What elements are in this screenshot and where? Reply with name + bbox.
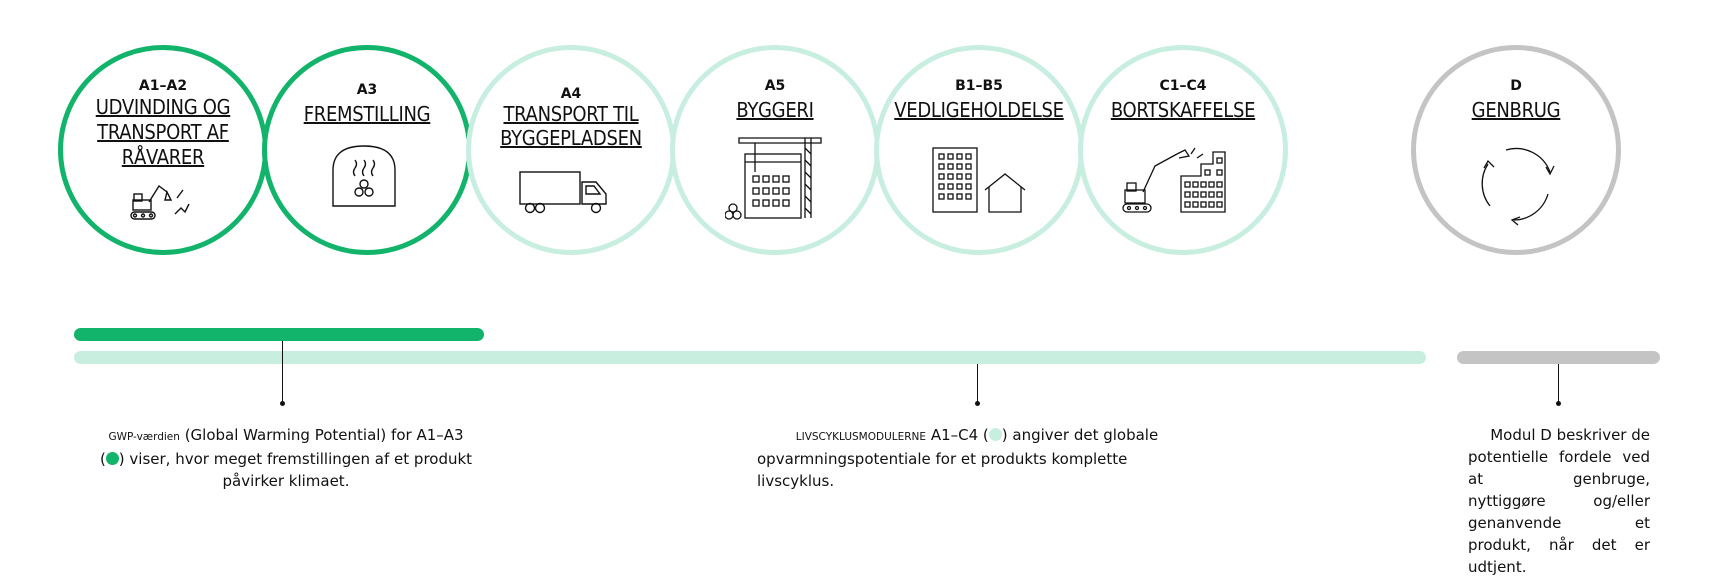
stage-code: A1–A2 bbox=[138, 78, 188, 94]
stage-code: A3 bbox=[356, 82, 378, 98]
lifecycle-description: LIVSCYKLUSMODULERNE A1–C4 () angiver det… bbox=[757, 426, 1159, 490]
module-d-bar bbox=[1457, 351, 1660, 364]
stage-title-line: TRANSPORT AF bbox=[97, 120, 229, 144]
recycle-icon bbox=[1481, 147, 1555, 226]
module-d-leader-dot bbox=[1556, 401, 1561, 406]
gwp-leader-line bbox=[282, 341, 283, 403]
lifecycle-leader-dot bbox=[975, 401, 980, 406]
stage-a1-a2: A1–A2 UDVINDING OG TRANSPORT AF RÅVARER bbox=[58, 45, 268, 255]
lifecycle-label: LIVSCYKLUSMODULERNE bbox=[795, 431, 927, 443]
stage-title-line: FREMSTILLING bbox=[303, 102, 431, 126]
light-green-swatch bbox=[988, 428, 1002, 441]
stage-title-line: GENBRUG bbox=[1471, 98, 1561, 122]
gwp-label: GWP-værdien bbox=[108, 431, 180, 443]
stage-code: C1–C4 bbox=[1159, 78, 1207, 94]
stage-d: D GENBRUG bbox=[1411, 45, 1621, 255]
gwp-description: GWP-værdien (Global Warming Potential) f… bbox=[99, 426, 473, 490]
module-d-leader-line bbox=[1558, 364, 1559, 403]
stage-a3: A3 FREMSTILLING bbox=[262, 45, 472, 255]
stage-b1-b5: B1–B5 VEDLIGEHOLDELSE bbox=[874, 45, 1084, 255]
stage-c1-c4: C1–C4 BORTSKAFFELSE bbox=[1078, 45, 1288, 255]
lifecycle-bar bbox=[74, 351, 1426, 364]
truck-icon bbox=[519, 171, 607, 214]
stage-title-line: BORTSKAFFELSE bbox=[1110, 98, 1256, 122]
lifecycle-leader-line bbox=[977, 364, 978, 403]
demolition-icon bbox=[1122, 147, 1226, 213]
gwp-leader-dot bbox=[280, 401, 285, 406]
module-d-description: Modul D beskriver de potentielle fordele… bbox=[1468, 426, 1650, 576]
crane-building-icon bbox=[725, 137, 822, 220]
excavator-icon bbox=[130, 184, 190, 220]
stage-title-line: UDVINDING OG bbox=[95, 95, 231, 119]
stage-title-line: VEDLIGEHOLDELSE bbox=[894, 98, 1064, 122]
stage-a4: A4 TRANSPORT TIL BYGGEPLADSEN bbox=[466, 45, 676, 255]
stage-code: A5 bbox=[764, 78, 786, 94]
strong-green-swatch bbox=[105, 452, 119, 465]
factory-furnace-icon bbox=[332, 145, 396, 207]
stage-code: A4 bbox=[560, 86, 582, 102]
stage-title-line: RÅVARER bbox=[121, 145, 205, 169]
stage-title-line: BYGGERI bbox=[736, 98, 814, 122]
building-house-icon bbox=[932, 147, 1026, 213]
gwp-bar bbox=[74, 328, 484, 341]
stage-title-line: BYGGEPLADSEN bbox=[500, 126, 642, 150]
stage-title-line: TRANSPORT TIL bbox=[503, 102, 639, 126]
stage-code: D bbox=[1510, 78, 1522, 94]
stage-a5: A5 BYGGERI bbox=[670, 45, 880, 255]
stage-code: B1–B5 bbox=[955, 78, 1003, 94]
